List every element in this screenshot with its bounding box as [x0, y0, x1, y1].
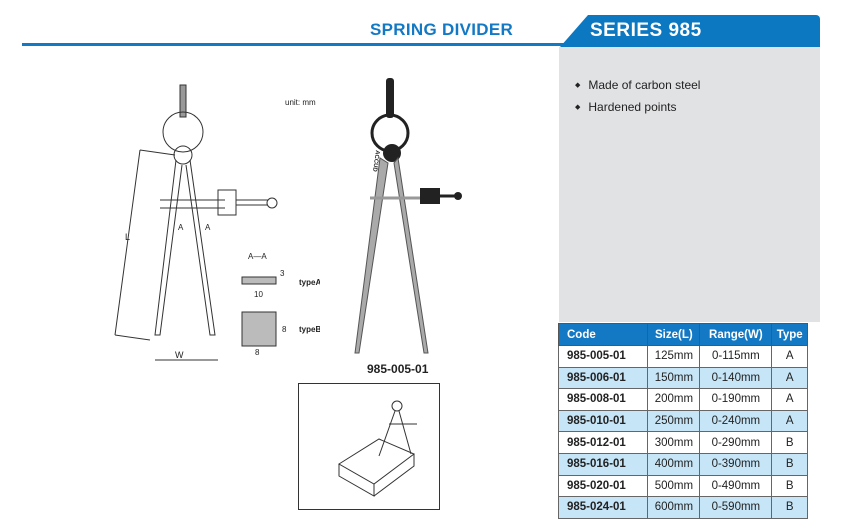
- table-cell: 985-012-01: [557, 431, 649, 454]
- table-cell: 0-290mm: [699, 431, 773, 454]
- col-header: Code: [557, 323, 649, 346]
- table-cell: 985-006-01: [557, 366, 649, 390]
- typea-label: typeA: [299, 278, 320, 287]
- table-cell: 0-190mm: [699, 388, 773, 411]
- usage-illustration: [298, 383, 440, 510]
- table-cell: 400mm: [647, 452, 701, 476]
- table-cell: 150mm: [647, 366, 701, 390]
- table-cell: 600mm: [647, 496, 701, 519]
- table-cell: 985-020-01: [557, 474, 649, 498]
- typeb-width: 8: [255, 348, 260, 357]
- table-cell: 250mm: [647, 409, 701, 433]
- table-cell: 0-590mm: [699, 496, 773, 519]
- dim-w-label: W: [175, 350, 184, 360]
- section-label: A—A: [248, 252, 267, 261]
- col-header: Type: [771, 323, 808, 346]
- typeb-label: typeB: [299, 325, 320, 334]
- table-cell: 985-008-01: [557, 388, 649, 411]
- table-cell: 985-024-01: [557, 496, 649, 519]
- header-rule: [22, 43, 567, 46]
- table-cell: A: [771, 388, 808, 411]
- table-cell: B: [771, 474, 808, 498]
- photo-caption: 985-005-01: [367, 362, 429, 376]
- engraving-text: ACCUD: [371, 150, 380, 173]
- table-cell: 0-490mm: [699, 474, 773, 498]
- dim-l-label: L: [125, 232, 130, 242]
- table-cell: B: [771, 431, 808, 454]
- typeb-height: 8: [282, 325, 287, 334]
- section-a-label: A: [178, 223, 184, 232]
- table-cell: B: [771, 496, 808, 519]
- table-cell: 0-390mm: [699, 452, 773, 476]
- table-cell: 300mm: [647, 431, 701, 454]
- feature-item: Hardened points: [575, 100, 676, 114]
- section-a-label: A: [205, 223, 211, 232]
- table-cell: A: [771, 345, 808, 368]
- col-header: Size(L): [647, 323, 701, 346]
- table-cell: 200mm: [647, 388, 701, 411]
- table-cell: 0-115mm: [699, 345, 773, 368]
- table-cell: 985-010-01: [557, 409, 649, 433]
- table-cell: B: [771, 452, 808, 476]
- table-cell: A: [771, 409, 808, 433]
- table-cell: 0-140mm: [699, 366, 773, 390]
- table-cell: 0-240mm: [699, 409, 773, 433]
- table-cell: A: [771, 366, 808, 390]
- series-title: SERIES 985: [590, 20, 702, 41]
- table-cell: 500mm: [647, 474, 701, 498]
- typea-width: 10: [254, 290, 263, 299]
- product-photo: ACCUD: [354, 78, 462, 354]
- feature-item: Made of carbon steel: [575, 78, 700, 92]
- technical-drawing: L W A A unit: mm A—A 3 10 typeA 8 8 type…: [114, 84, 320, 361]
- features-panel: [559, 47, 820, 322]
- series-tab: [560, 15, 820, 47]
- col-header: Range(W): [699, 323, 773, 346]
- table-cell: 985-016-01: [557, 452, 649, 476]
- unit-label: unit: mm: [285, 98, 316, 107]
- table-cell: 125mm: [647, 345, 701, 368]
- page-title: SPRING DIVIDER: [370, 20, 514, 39]
- typea-thickness: 3: [280, 269, 285, 278]
- table-cell: 985-005-01: [557, 345, 649, 368]
